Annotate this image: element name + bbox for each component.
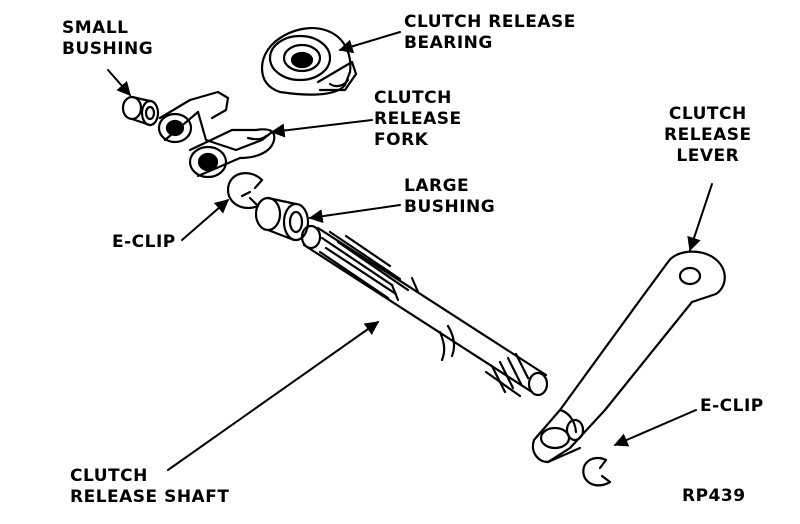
leader-large-bushing xyxy=(308,204,401,224)
label-release-lever-line3: LEVER xyxy=(676,146,740,166)
label-release-fork: CLUTCH RELEASE FORK xyxy=(374,88,462,151)
label-release-bearing-line1: CLUTCH RELEASE xyxy=(404,12,576,32)
label-small-bushing: SMALL BUSHING xyxy=(62,18,153,60)
leader-e-clip-right xyxy=(613,409,697,447)
leader-release-fork xyxy=(270,119,373,138)
leader-lines xyxy=(107,31,713,471)
label-large-bushing-line2: BUSHING xyxy=(404,197,496,217)
label-e-clip-right: E-CLIP xyxy=(700,396,764,417)
label-release-lever-line1: CLUTCH xyxy=(668,104,747,124)
leader-e-clip-left xyxy=(181,199,230,241)
label-release-fork-line2: RELEASE xyxy=(374,109,462,129)
e-clip-right-part xyxy=(582,456,612,487)
leader-small-bushing xyxy=(107,69,131,97)
label-release-fork-line1: CLUTCH xyxy=(374,88,452,108)
label-release-lever-line2: RELEASE xyxy=(664,125,752,145)
label-e-clip-left-text: E-CLIP xyxy=(112,232,176,252)
leader-release-bearing xyxy=(338,31,401,54)
label-release-shaft: CLUTCH RELEASE SHAFT xyxy=(70,466,229,508)
label-small-bushing-line2: BUSHING xyxy=(62,39,154,59)
e-clip-left-part xyxy=(226,172,264,210)
label-large-bushing-line1: LARGE xyxy=(404,176,470,196)
figure-code-text: RP439 xyxy=(682,486,746,506)
leader-release-lever xyxy=(687,183,713,252)
leader-release-shaft xyxy=(167,321,380,471)
release-bearing-part xyxy=(260,27,358,96)
large-bushing-part xyxy=(254,196,310,242)
label-e-clip-left: E-CLIP xyxy=(112,232,176,253)
figure-code: RP439 xyxy=(682,486,746,507)
label-e-clip-right-text: E-CLIP xyxy=(700,396,764,416)
release-shaft-part xyxy=(300,224,549,398)
label-large-bushing: LARGE BUSHING xyxy=(404,176,495,218)
label-release-bearing-line2: BEARING xyxy=(404,33,493,53)
label-release-shaft-line2: RELEASE SHAFT xyxy=(70,487,230,507)
label-release-bearing: CLUTCH RELEASE BEARING xyxy=(404,12,576,54)
release-fork-part xyxy=(157,90,276,179)
label-release-lever: CLUTCH RELEASE LEVER xyxy=(664,104,752,167)
release-lever-part xyxy=(531,250,726,464)
label-release-shaft-line1: CLUTCH xyxy=(70,466,148,486)
label-release-fork-line3: FORK xyxy=(374,130,429,150)
small-bushing-part xyxy=(121,95,160,127)
label-small-bushing-line1: SMALL xyxy=(62,18,129,38)
